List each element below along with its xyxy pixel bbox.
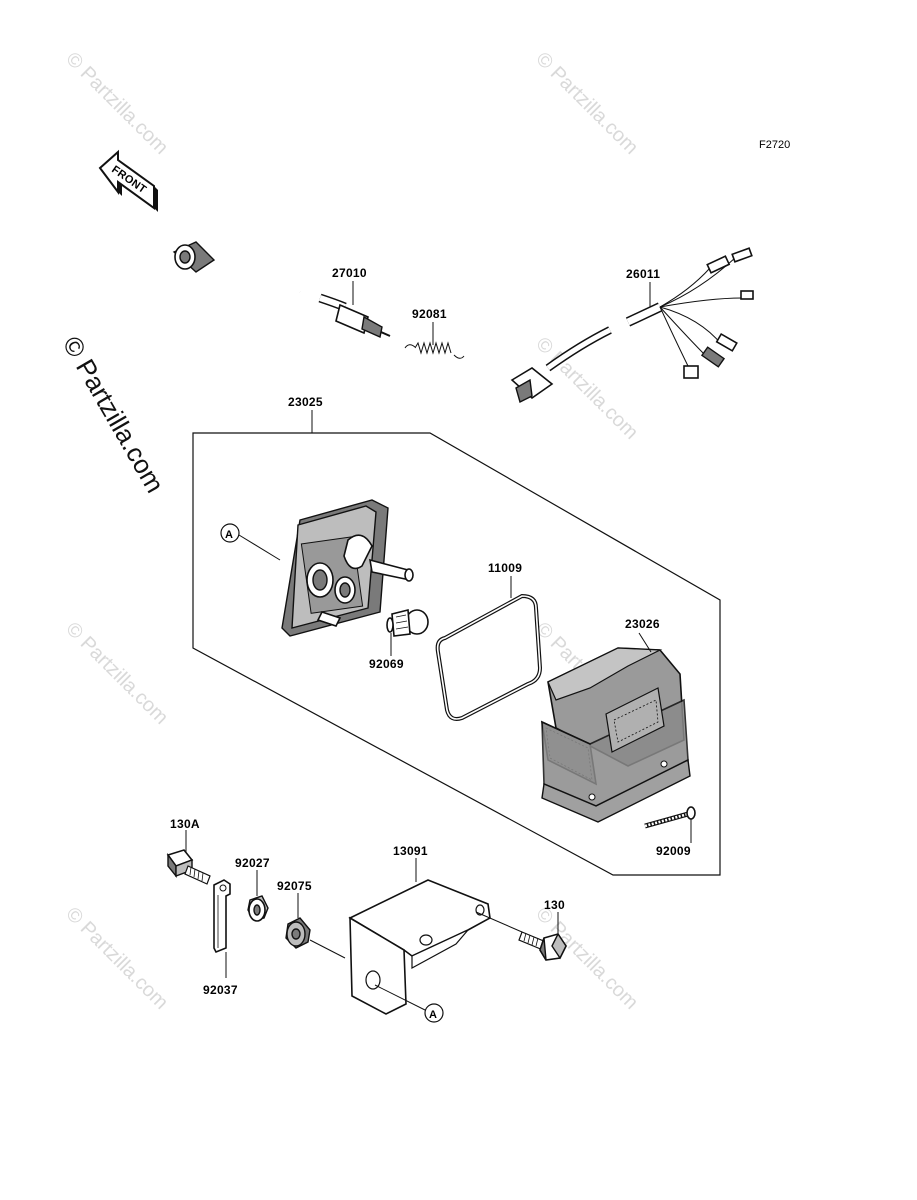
bulb-92069 <box>386 608 429 637</box>
grommet-92075 <box>285 917 346 959</box>
assembly-boundary-23025 <box>192 432 721 876</box>
spring-92081 <box>404 341 465 359</box>
wiring-harness-26011 <box>510 247 754 404</box>
bolt-130 <box>518 931 567 961</box>
diagram-code: F2720 <box>759 139 790 151</box>
clamp-92037 <box>213 879 231 954</box>
lamp-base <box>281 499 414 637</box>
watermark-2: © Partzilla.com <box>531 48 642 159</box>
label-92081: 92081 <box>412 307 447 321</box>
marker-a-top-text: A <box>225 529 233 541</box>
label-11009: 11009 <box>488 561 522 575</box>
label-23025: 23025 <box>288 395 323 409</box>
bolt-130a <box>166 849 211 885</box>
lens-cover-23026 <box>540 647 691 823</box>
marker-a-bottom-text: A <box>429 1009 437 1021</box>
label-27010: 27010 <box>332 266 367 280</box>
stop-switch-27010 <box>172 241 391 338</box>
label-130: 130 <box>544 898 565 912</box>
reference-marker-a-top: A <box>220 523 281 561</box>
label-26011: 26011 <box>626 267 660 281</box>
reference-marker-a-bottom: A <box>374 984 444 1023</box>
label-92027: 92027 <box>235 856 270 870</box>
label-92037: 92037 <box>203 983 238 997</box>
side-watermark: © Partzilla.com <box>57 331 171 498</box>
front-arrow-icon: FRONT <box>98 149 158 212</box>
label-130A: 130A <box>170 817 200 831</box>
label-92069: 92069 <box>369 657 404 671</box>
watermark-6: © Partzilla.com <box>61 903 172 1014</box>
label-92009: 92009 <box>656 844 691 858</box>
screw-92009 <box>644 806 696 843</box>
watermark-1: © Partzilla.com <box>61 48 172 159</box>
watermark-4: © Partzilla.com <box>61 618 172 729</box>
bracket-13091 <box>348 879 523 1015</box>
label-23026: 23026 <box>625 617 660 631</box>
gasket-11009 <box>435 593 543 721</box>
watermark-3: © Partzilla.com <box>531 333 642 444</box>
collar-92027 <box>247 895 269 922</box>
label-13091: 13091 <box>393 844 428 858</box>
label-92075: 92075 <box>277 879 312 893</box>
